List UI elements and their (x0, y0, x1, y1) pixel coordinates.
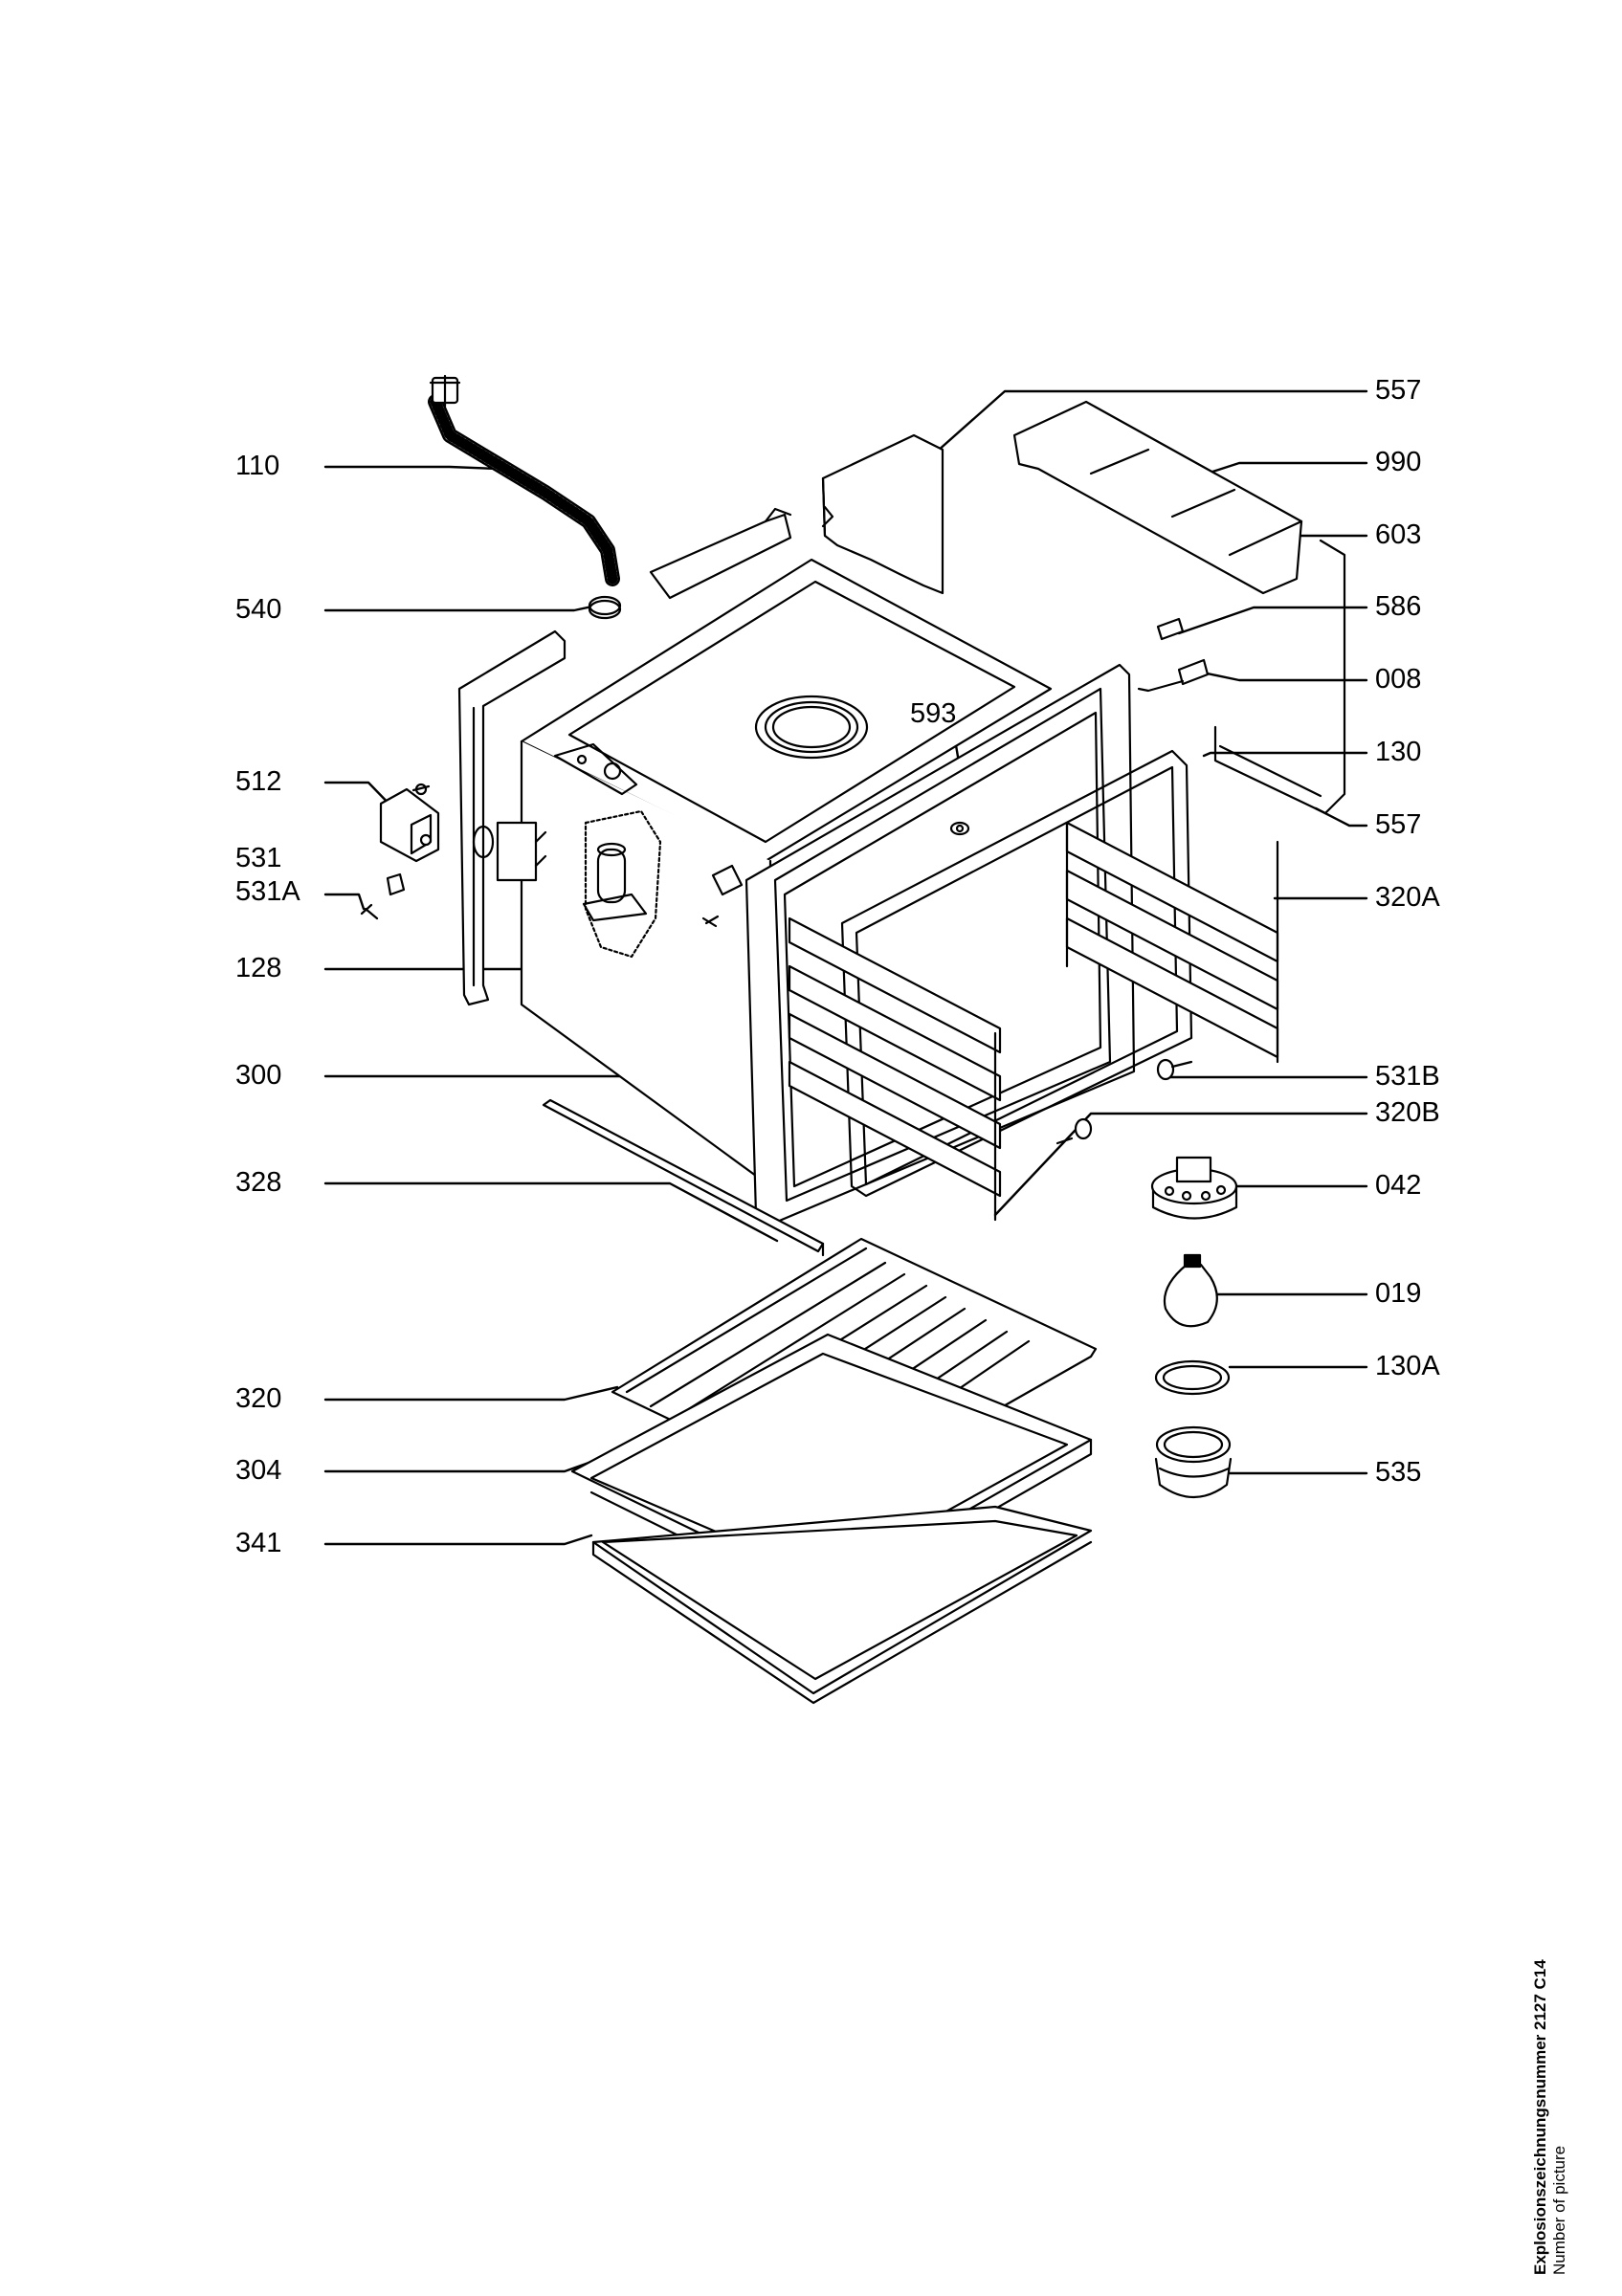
callout-320A: 320A (1375, 882, 1440, 913)
callout-512: 512 (235, 766, 282, 797)
callout-128: 128 (235, 953, 282, 983)
part-990-insulation-block (1014, 402, 1344, 813)
part-531B-screw (1057, 1060, 1191, 1143)
part-019-lamp-bulb (1165, 1255, 1217, 1326)
callout-540: 540 (235, 594, 282, 625)
part-130A-seal-ring (1156, 1361, 1229, 1394)
part-320A-shelf-rails (1067, 823, 1278, 1062)
callout-531A: 531A (235, 876, 300, 907)
callout-130: 130 (1375, 737, 1422, 767)
part-341-frame (593, 1507, 1091, 1703)
callout-341: 341 (235, 1528, 282, 1558)
callout-990: 990 (1375, 447, 1422, 477)
part-586-008-sensors (1139, 619, 1208, 691)
part-557-insulation-panel (823, 435, 943, 593)
callout-535: 535 (1375, 1457, 1422, 1488)
callout-042: 042 (1375, 1170, 1422, 1201)
callout-603: 603 (1375, 519, 1422, 550)
callout-008: 008 (1375, 664, 1422, 695)
picture-number-footer: Explosionszeichnungsnummer 2127 C14 Numb… (1531, 1959, 1569, 2275)
callout-593: 593 (910, 698, 957, 729)
callout-110: 110 (235, 451, 280, 481)
picture-number-subtitle: Number of picture (1550, 2145, 1568, 2275)
callout-019: 019 (1375, 1278, 1422, 1309)
callout-557-top: 557 (1375, 375, 1422, 406)
part-300-oven-cavity (522, 560, 1134, 1225)
part-110-gas-hose (431, 376, 612, 579)
callout-304: 304 (235, 1455, 282, 1486)
part-540-hose-clamp (589, 597, 620, 618)
callout-300: 300 (235, 1060, 282, 1091)
part-593-rivet (951, 823, 968, 834)
callout-531: 531 (235, 843, 282, 873)
callout-328: 328 (235, 1167, 282, 1198)
callout-130A: 130A (1375, 1351, 1440, 1381)
part-320B-shelf-rails (789, 918, 1000, 1220)
picture-number-title: Explosionszeichnungsnummer 2127 C14 (1531, 1959, 1549, 2275)
part-side-frame (459, 631, 565, 1004)
part-512-bracket (381, 784, 438, 861)
callout-320: 320 (235, 1383, 282, 1414)
part-535-lamp-cover (1156, 1427, 1231, 1497)
part-042-lamp-socket (1152, 1158, 1236, 1219)
callout-586: 586 (1375, 591, 1422, 622)
callout-320B: 320B (1375, 1097, 1440, 1128)
part-328-bottom-strip (544, 1100, 823, 1255)
part-531-screw (362, 874, 404, 918)
part-front-clips (703, 866, 742, 926)
callout-531B: 531B (1375, 1061, 1440, 1092)
callout-557-bottom: 557 (1375, 809, 1422, 840)
part-trim-strip-top (651, 509, 790, 598)
